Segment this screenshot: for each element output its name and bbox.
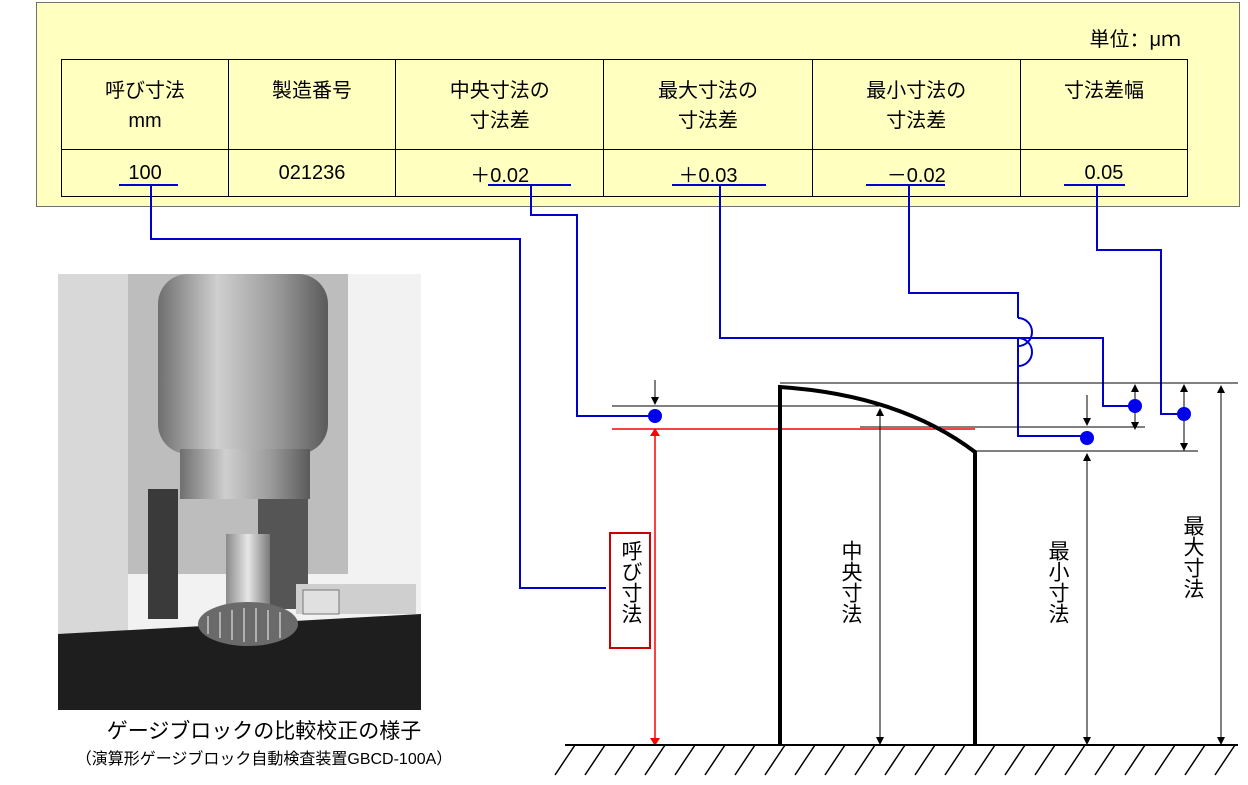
photo-caption: ゲージブロックの比較校正の様子	[106, 720, 422, 743]
header-serial: 製造番号	[228, 59, 397, 150]
gauge-block-profile	[778, 384, 977, 745]
max-point-marker	[1128, 399, 1142, 413]
header-min-deviation: 最小寸法の寸法差	[811, 59, 1021, 150]
min-point-marker	[1080, 431, 1094, 445]
value-max-deviation: ＋0.03	[603, 149, 813, 197]
header-deviation-width: 寸法差幅	[1019, 59, 1189, 150]
central-point-marker	[648, 409, 662, 423]
value-nominal: 100	[60, 149, 230, 197]
nominal-dimension-label: 呼び寸法	[619, 540, 642, 624]
value-central-deviation: ＋0.02	[395, 149, 605, 197]
value-min-deviation: －0.02	[811, 149, 1021, 197]
blue-leader-lines	[119, 184, 1184, 589]
central-dimension-label: 中央寸法	[839, 540, 862, 624]
ground-hatching	[554, 744, 1236, 776]
maximum-dimension-label: 最大寸法	[1181, 515, 1204, 599]
minimum-dimension-label: 最小寸法	[1046, 540, 1069, 624]
value-serial: 021236	[228, 149, 397, 197]
value-deviation-width: 0.05	[1019, 149, 1189, 197]
value-row: 100 021236 ＋0.02 ＋0.03 －0.02 0.05	[60, 149, 1189, 197]
unit-label: 単位：μｍ	[1089, 29, 1181, 51]
comparator-photo	[58, 274, 421, 710]
photo-subcaption: （演算形ゲージブロック自動検査装置GBCD-100A）	[75, 751, 453, 768]
header-central-deviation: 中央寸法の寸法差	[395, 59, 605, 150]
nominal-label-box	[609, 532, 651, 649]
width-point-marker	[1177, 407, 1191, 421]
header-max-deviation: 最大寸法の寸法差	[603, 59, 813, 150]
